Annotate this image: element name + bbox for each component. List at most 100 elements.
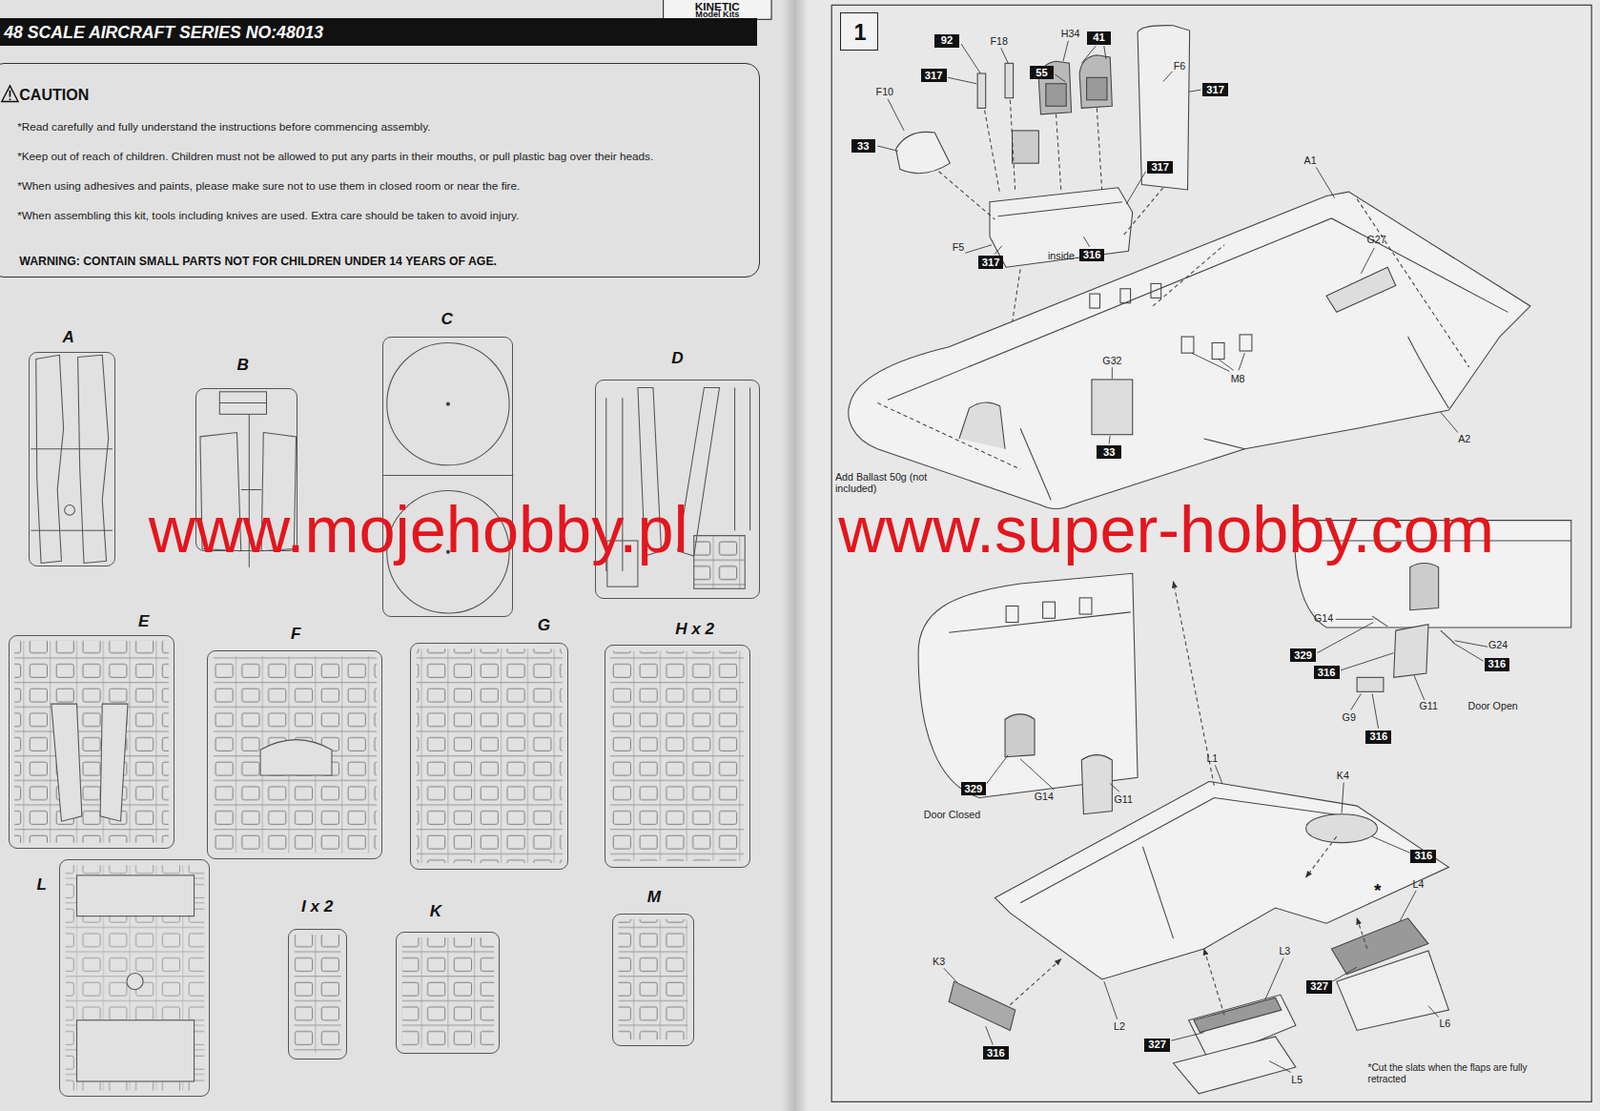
sprue-letter: C (440, 309, 452, 329)
series-title-band: 48 SCALE AIRCRAFT SERIES NO:48013 (0, 18, 758, 46)
part-name: G27 (1367, 233, 1387, 246)
callout-number: 317 (924, 69, 944, 83)
step-number: 1 (854, 20, 867, 46)
callout-number: 329 (1293, 649, 1313, 662)
part-name: G11 (1419, 699, 1438, 712)
callout-box: 327 (1144, 1038, 1170, 1052)
callout-number: 316 (1317, 666, 1336, 679)
warning-text: WARNING: CONTAIN SMALL PARTS NOT FOR CHI… (19, 254, 497, 268)
callout-number: 316 (1488, 657, 1507, 671)
callout-box: 316 (1313, 665, 1340, 679)
callout-box: 327 (1306, 980, 1333, 994)
callout-number: 316 (986, 1046, 1006, 1060)
callout-box: 316 (1410, 849, 1436, 863)
part-name: L5 (1291, 1073, 1303, 1086)
part-name: M8 (1230, 372, 1246, 385)
callout-number: 327 (1148, 1038, 1167, 1051)
callout-box: 92 (934, 34, 960, 48)
callout-number: 317 (1150, 161, 1170, 174)
part-name: F10 (876, 85, 894, 98)
watermark: www.super-hobby.com (838, 492, 1495, 569)
note-text: Door Closed (923, 808, 981, 821)
part-name: F6 (1173, 60, 1186, 72)
sprue-frame: C (382, 336, 513, 617)
part-name: A1 (1304, 154, 1317, 166)
sprue-frame: I x 2 (287, 928, 348, 1060)
step-box: 1 (840, 12, 880, 52)
note-text: Add Ballast 50g (not included) (835, 471, 933, 495)
part-name: G24 (1488, 638, 1508, 651)
series-title: 48 SCALE AIRCRAFT SERIES NO:48013 (3, 22, 324, 42)
caution-note: *When assembling this kit, tools includi… (17, 208, 519, 223)
part-name: G9 (1342, 711, 1356, 723)
sprue-letter: L (37, 875, 47, 895)
callout-number: 33 (857, 140, 870, 153)
caution-box: CAUTION*Read carefully and fully underst… (0, 62, 760, 278)
sprue-frame: H x 2 (604, 644, 751, 867)
callout-number: 33 (1103, 446, 1116, 459)
callout-box: 329 (1290, 648, 1316, 662)
sprue-frame: E (8, 635, 175, 850)
watermark: www.mojehobby.pl (148, 492, 689, 569)
callout-number: 317 (982, 256, 1001, 269)
sprue-frame: M (612, 913, 695, 1047)
callout-number: 316 (1083, 248, 1102, 262)
sprue-letter: F (290, 624, 301, 644)
part-name: G14 (1313, 612, 1334, 624)
sprue-letter: D (671, 348, 683, 369)
sprue-letter: M (647, 887, 661, 907)
part-name: L6 (1438, 1017, 1451, 1029)
callout-number: 327 (1310, 980, 1329, 993)
part-name: K3 (932, 955, 945, 967)
caution-note: *When using adhesives and paints, please… (17, 179, 520, 193)
note-text: *Cut the slats when the flaps are fully … (1368, 1062, 1558, 1085)
sprue-frame: G (410, 642, 569, 870)
callout-box: 317 (921, 68, 947, 83)
part-name: H34 (1061, 27, 1081, 40)
caution-note: *Keep out of reach of children. Children… (17, 149, 654, 164)
callout-box: 316 (1365, 730, 1392, 744)
part-name: G11 (1114, 793, 1133, 805)
part-name: L3 (1278, 944, 1291, 957)
callout-box: 33 (1096, 445, 1122, 459)
sprue-frame: K (395, 931, 500, 1054)
sprue-letter: I x 2 (301, 897, 333, 917)
callout-box: 317 (1147, 161, 1173, 175)
callout-number: 329 (964, 782, 984, 796)
callout-number: 316 (1369, 730, 1388, 743)
part-name: L4 (1413, 878, 1425, 890)
callout-box: 316 (983, 1046, 1009, 1060)
callout-number: 317 (1206, 83, 1225, 97)
sprue-letter: G (537, 615, 551, 636)
callout-box: 33 (851, 139, 877, 153)
part-name: F18 (989, 35, 1007, 47)
callout-box: 316 (1079, 248, 1106, 263)
part-name: L1 (1206, 752, 1218, 764)
asterisk-mark: * (1374, 880, 1382, 902)
note-text: inside (1047, 249, 1075, 262)
brand-logo: Model Kits (695, 9, 739, 20)
part-name: G14 (1034, 790, 1054, 802)
callout-number: 55 (1035, 66, 1048, 80)
part-name: A2 (1457, 432, 1471, 445)
callout-box: 316 (1484, 657, 1511, 672)
callout-number: 92 (941, 34, 954, 47)
callout-box: 329 (961, 781, 987, 796)
sprue-letter: E (138, 612, 149, 632)
callout-box: 55 (1029, 65, 1055, 80)
callout-number: 316 (1414, 849, 1433, 862)
note-text: Door Open (1467, 699, 1518, 712)
callout-box: 41 (1087, 31, 1112, 45)
callout-number: 41 (1092, 31, 1106, 44)
sprue-frame: L (59, 859, 210, 1097)
sprue-frame: F (206, 650, 383, 860)
part-name: L2 (1113, 1020, 1126, 1032)
caution-heading: CAUTION (19, 85, 89, 103)
sprue-frame: A (28, 351, 116, 567)
sprue-letter: B (236, 355, 248, 375)
part-name: F5 (952, 241, 965, 253)
sprue-letter: H x 2 (675, 619, 715, 639)
callout-box: 317 (978, 255, 1005, 269)
sprue-letter: K (430, 902, 442, 922)
sprue-letter: A (61, 328, 74, 348)
